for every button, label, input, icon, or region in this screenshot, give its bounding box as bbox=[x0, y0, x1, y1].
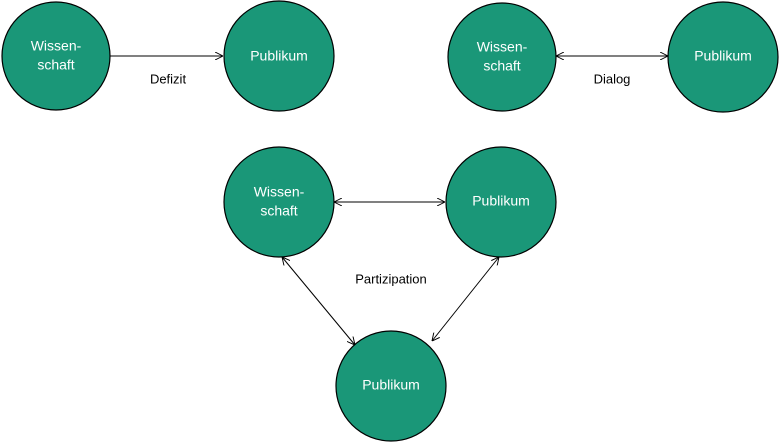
defizit-wissenschaft-line-1: Wissen- bbox=[31, 38, 82, 54]
partizipation-publikum-bottom-label: Publikum bbox=[362, 377, 420, 393]
dialog-model: Wissen- schaft Publikum Dialog bbox=[447, 1, 779, 113]
defizit-wissenschaft-node: Wissen- schaft bbox=[1, 1, 111, 111]
partizipation-wissenschaft-node: Wissen- schaft bbox=[223, 146, 335, 258]
partizipation-wissenschaft-line-1: Wissen- bbox=[254, 184, 305, 200]
dialog-wissenschaft-line-2: schaft bbox=[483, 58, 520, 74]
dialog-wissenschaft-line-1: Wissen- bbox=[477, 39, 528, 55]
partizipation-publikum-bottom-node: Publikum bbox=[335, 330, 447, 442]
dialog-label: Dialog bbox=[594, 71, 631, 86]
partizipation-wissenschaft-line-2: schaft bbox=[260, 203, 297, 219]
defizit-model: Wissen- schaft Publikum Defizit bbox=[1, 0, 335, 112]
partizipation-arrow-publikum-right-publikum-bottom bbox=[432, 257, 499, 341]
defizit-publikum-node: Publikum bbox=[223, 0, 335, 112]
defizit-label: Defizit bbox=[150, 71, 187, 86]
partizipation-label: Partizipation bbox=[355, 271, 427, 286]
dialog-wissenschaft-node: Wissen- schaft bbox=[447, 2, 557, 112]
partizipation-publikum-right-node: Publikum bbox=[445, 146, 557, 258]
partizipation-model: Wissen- schaft Publikum Publikum Partizi… bbox=[223, 146, 557, 442]
defizit-wissenschaft-line-2: schaft bbox=[37, 57, 74, 73]
dialog-publikum-label: Publikum bbox=[694, 48, 752, 64]
defizit-publikum-label: Publikum bbox=[250, 48, 308, 64]
dialog-publikum-node: Publikum bbox=[667, 1, 779, 113]
partizipation-arrow-wissenschaft-publikum-bottom bbox=[282, 257, 355, 345]
partizipation-publikum-right-label: Publikum bbox=[472, 193, 530, 209]
